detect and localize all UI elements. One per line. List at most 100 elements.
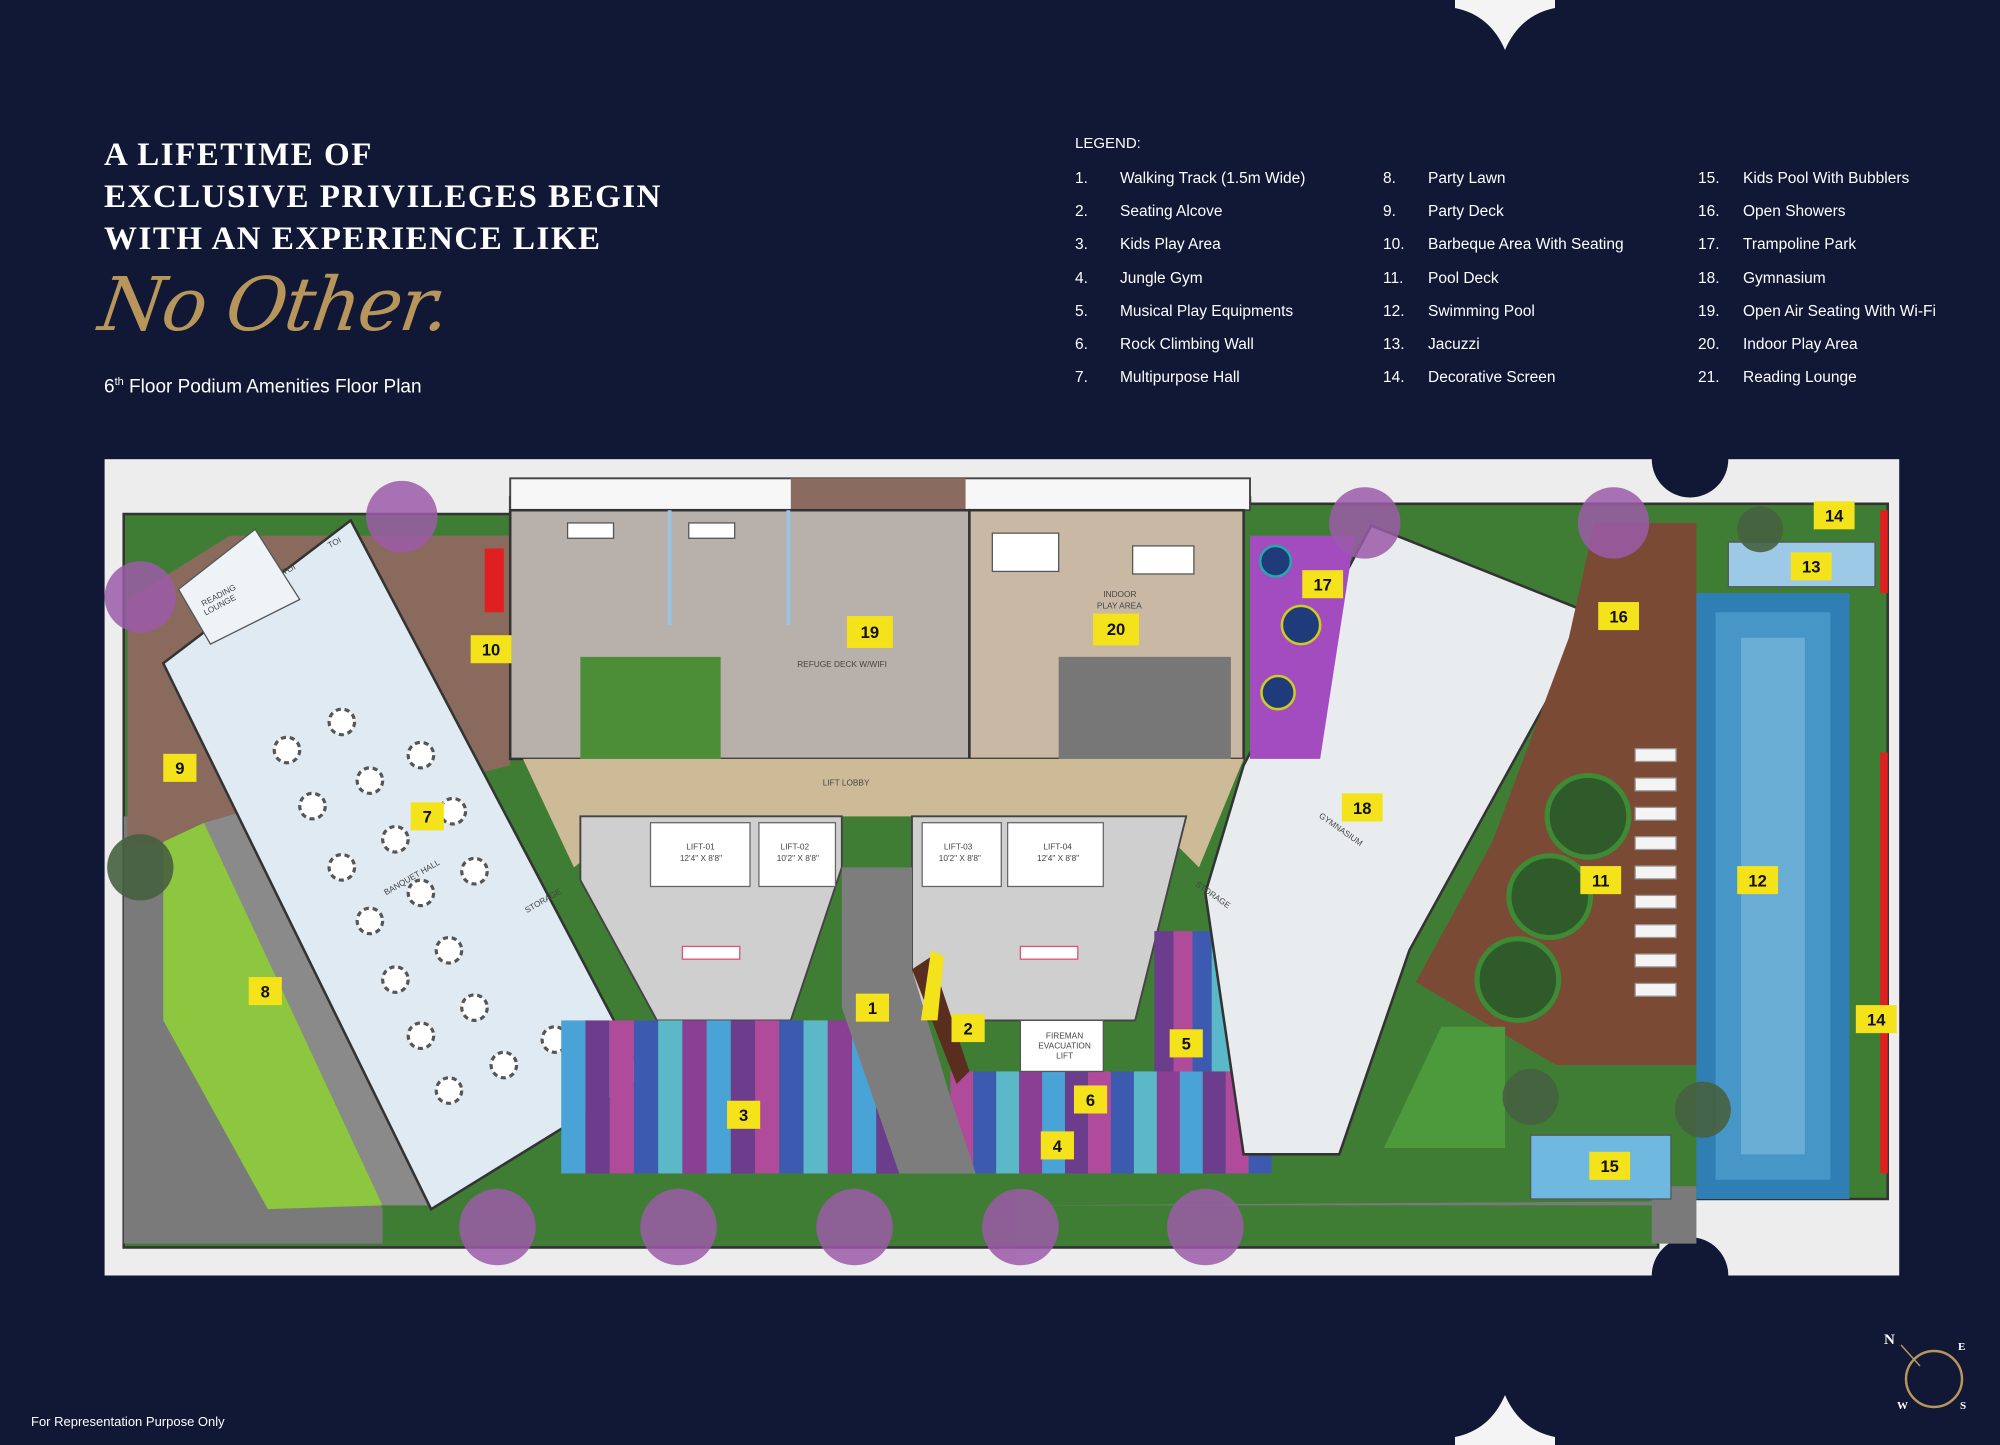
legend-number: 15. [1698,170,1720,187]
play-floor-stripe [658,1020,683,1174]
banquet-table [327,707,357,737]
svg-text:8: 8 [261,982,270,1001]
legend-number: 2. [1075,203,1088,221]
marker-6: 6 [1073,1085,1108,1114]
play-floor-stripe [1019,1071,1043,1174]
marker-11: 11 [1580,866,1622,895]
svg-text:5: 5 [1182,1035,1191,1054]
legend-label: Swimming Pool [1428,302,1535,320]
svg-text:13: 13 [1802,558,1820,577]
play-floor-stripe [1154,931,1174,1072]
legend-number: 19. [1698,302,1720,320]
play-floor-stripe [730,1020,756,1174]
play-floor-stripe [706,1020,731,1174]
svg-text:4: 4 [1053,1137,1063,1156]
banquet-table [355,906,385,936]
legend-label: Party Deck [1428,203,1504,221]
walking-track-center [841,867,976,1174]
pool-lounger [1634,748,1677,763]
svg-text:19: 19 [861,623,879,642]
compass-e: E [1958,1341,1965,1353]
legend-label: Jacuzzi [1428,336,1480,353]
marker-5: 5 [1169,1029,1203,1058]
legend-label: Seating Alcove [1120,203,1223,221]
title-line: A LIFETIME OF [104,137,373,173]
deck-strip [790,478,966,511]
page-notch-bottom [1455,1395,1555,1445]
room-label: REFUGE DECK W/WIFI [797,659,887,669]
play-floor-stripe [633,1020,659,1174]
banquet-tables [272,707,570,1105]
svg-text:14: 14 [1825,507,1844,526]
decorative-screen [1880,510,1888,594]
lift-04: LIFT-04 12'4" X 8'8" [1007,822,1104,888]
svg-text:12: 12 [1748,871,1766,890]
svg-text:11: 11 [1592,871,1610,890]
marker-19: 19 [846,616,893,648]
legend-number: 18. [1698,269,1720,287]
banquet-table [381,965,410,994]
play-floor-stripe [561,1020,586,1174]
svg-text:1: 1 [868,999,877,1018]
banquet-table [381,824,410,854]
decorative-screen [484,548,504,613]
marker-17: 17 [1302,570,1344,599]
svg-text:17: 17 [1313,576,1331,595]
lift-01: LIFT-01 12'4" X 8'8" [649,822,751,888]
legend-number: 11. [1383,269,1404,287]
marker-12: 12 [1737,866,1779,895]
legend-number: 6. [1075,336,1088,353]
marker-8: 8 [248,977,282,1006]
page-notch-top [1455,0,1555,50]
svg-text:18: 18 [1353,799,1371,818]
svg-text:16: 16 [1609,607,1627,626]
marker-14-top: 14 [1813,501,1855,530]
legend-title: LEGEND: [1075,135,1141,152]
legend-number: 17. [1698,236,1720,254]
banquet-table [355,766,385,795]
compass-s: S [1960,1400,1966,1412]
legend-label: Reading Lounge [1743,369,1857,387]
pool-lounger [1634,806,1677,821]
legend-number: 4. [1075,269,1088,287]
play-floor-stripe [682,1020,707,1174]
lift-lobby [522,758,1244,868]
marker-3: 3 [727,1100,761,1129]
pool-lounger [1634,982,1677,997]
play-floor-stripe [1133,1071,1157,1174]
banquet-table [460,856,489,886]
legend-number: 12. [1383,302,1405,320]
legend-label: Rock Climbing Wall [1120,336,1254,353]
pool-lounger [1634,777,1677,792]
legend-label: Barbeque Area With Seating [1428,236,1624,254]
title-line: EXCLUSIVE PRIVILEGES BEGIN [104,179,662,215]
play-floor-stripe [1110,1071,1134,1174]
legend-label: Walking Track (1.5m Wide) [1120,170,1306,187]
legend-number: 14. [1383,369,1405,387]
play-floor-stripe [803,1020,828,1174]
compass-w: W [1897,1400,1908,1412]
legend-label: Musical Play Equipments [1120,302,1294,320]
plan-notch [1651,1237,1729,1314]
pool-lounger [1634,924,1677,939]
pool-lounger [1634,865,1677,880]
disclaimer: For Representation Purpose Only [31,1414,225,1429]
banquet-table [434,1076,464,1105]
room-label: FIREMAN [1046,1030,1083,1040]
play-floor-stripe [973,1071,997,1174]
refuge-deck [508,508,971,761]
pool-lounger [1634,953,1677,968]
banquet-table [406,878,436,908]
marker-18: 18 [1341,793,1383,822]
loungers [1634,748,1677,997]
legend-label: Open Showers [1743,203,1846,221]
banquet-table [406,740,436,770]
subtitle-text: Floor Podium Amenities Floor Plan [123,376,422,398]
compass-n: N [1884,1332,1895,1348]
marker-10: 10 [470,635,512,664]
legend-label: Party Lawn [1428,170,1506,187]
play-floor-stripe [827,1020,853,1174]
legend-number: 3. [1075,236,1088,254]
fireman-lift [1019,1019,1104,1073]
lift-label: LIFT-04 [1043,841,1072,851]
